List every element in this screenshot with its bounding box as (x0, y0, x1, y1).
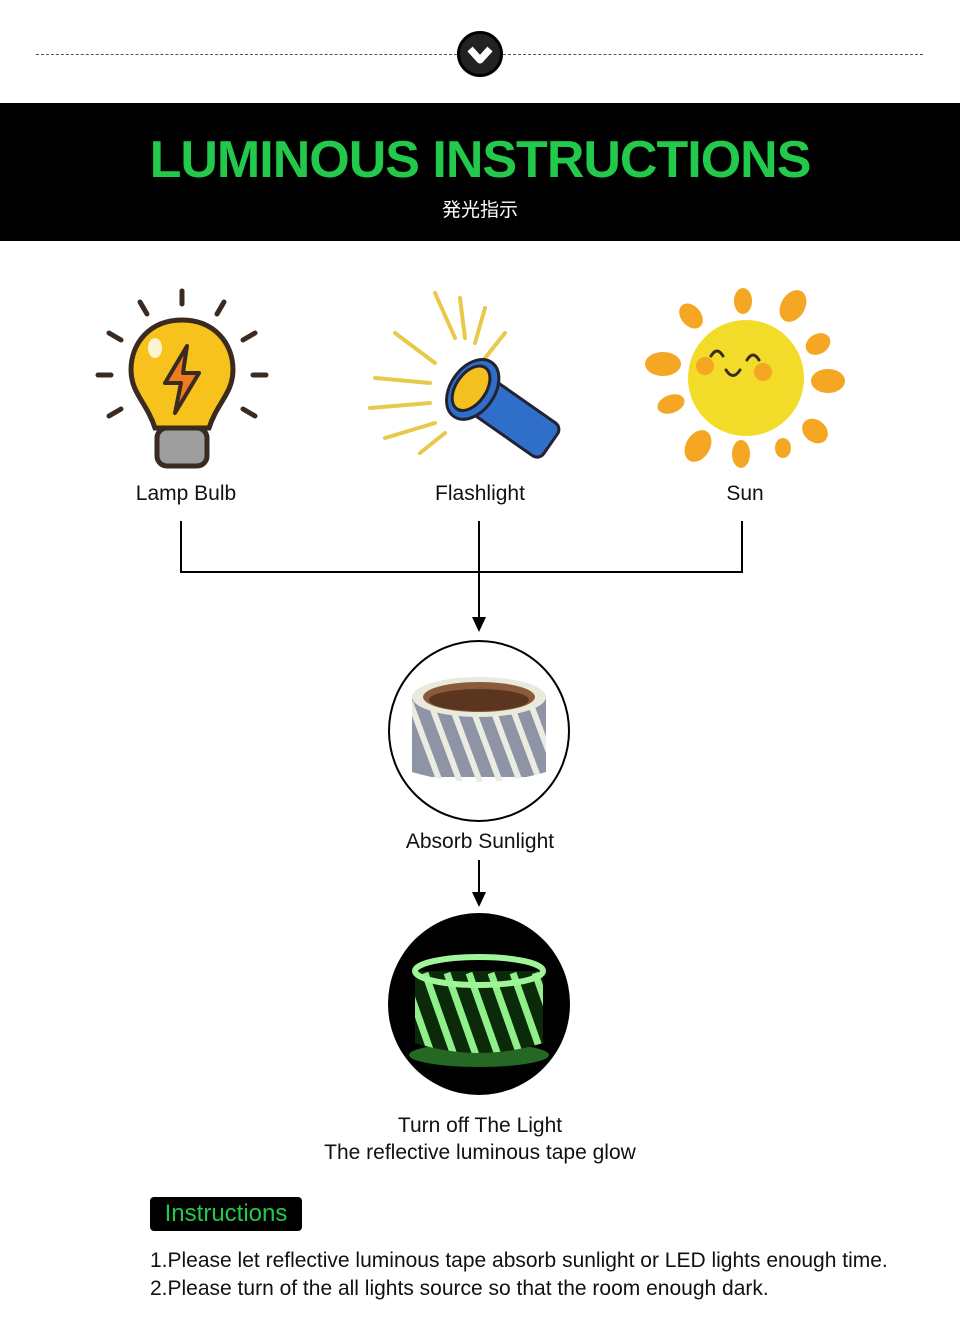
step-label-glow: The reflective luminous tape glow (324, 1141, 636, 1164)
divider-left (36, 54, 457, 55)
source-label-lamp-bulb: Lamp Bulb (135, 482, 237, 505)
step-label-absorb: Absorb Sunlight (405, 830, 555, 853)
chevron-down-icon[interactable] (457, 31, 503, 77)
connector (180, 521, 182, 573)
sun-icon (645, 288, 845, 468)
source-label-sun: Sun (726, 482, 764, 505)
page-title: LUMINOUS INSTRUCTIONS (149, 131, 812, 189)
tape-image (388, 640, 570, 822)
flashlight-icon (368, 291, 561, 459)
connector-arrow (478, 521, 480, 621)
arrow-down-icon (472, 617, 486, 632)
instructions-badge: Instructions (150, 1197, 302, 1231)
connector-arrow (478, 860, 480, 898)
lamp-bulb-icon (95, 288, 269, 469)
connector (741, 521, 743, 573)
arrow-down-icon (472, 892, 486, 907)
header-banner: LUMINOUS INSTRUCTIONS 発光指示 (0, 103, 960, 241)
connector (180, 571, 743, 573)
page-subtitle: 発光指示 (441, 200, 518, 221)
instruction-item: 2.Please turn of the all lights source s… (150, 1277, 769, 1300)
source-label-flashlight: Flashlight (435, 482, 525, 505)
glowing-tape-image (388, 913, 570, 1095)
step-label-turn-off: Turn off The Light (397, 1114, 563, 1137)
divider-right (503, 54, 923, 55)
instruction-item: 1.Please let reflective luminous tape ab… (150, 1249, 888, 1272)
